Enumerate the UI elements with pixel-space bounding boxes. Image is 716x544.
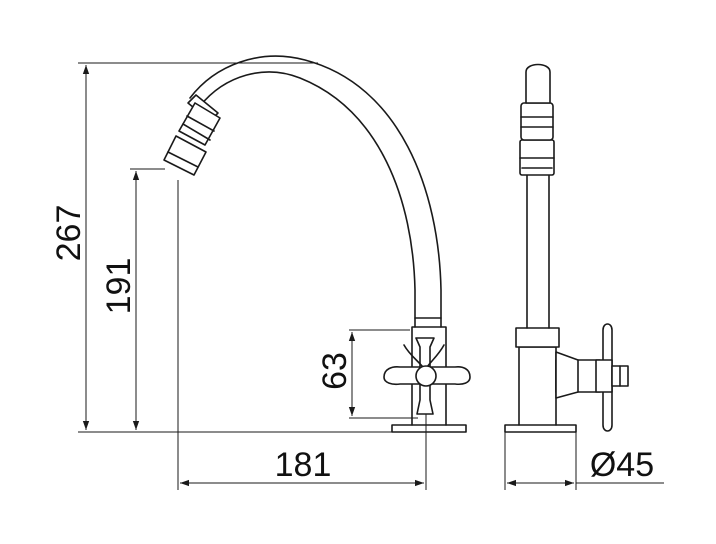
dim-label-total-height: 267 bbox=[50, 205, 88, 262]
dim-label-base-diameter: Ø45 bbox=[590, 446, 654, 484]
front-handle bbox=[555, 323, 629, 432]
front-riser-tube bbox=[526, 174, 550, 329]
side-view bbox=[163, 55, 471, 433]
front-base-plate bbox=[504, 424, 577, 433]
dim-label-outlet-height: 191 bbox=[100, 258, 138, 315]
dimension-labels: 267 191 63 181 Ø45 bbox=[50, 205, 654, 484]
front-view bbox=[504, 63, 629, 433]
front-body bbox=[518, 346, 557, 426]
dim-label-reach: 181 bbox=[275, 446, 332, 484]
side-cross-handle bbox=[383, 337, 471, 415]
dim-label-handle-height: 63 bbox=[316, 352, 354, 390]
side-spout bbox=[199, 71, 416, 319]
dimension-lines bbox=[78, 62, 664, 490]
side-base-plate bbox=[391, 424, 467, 433]
